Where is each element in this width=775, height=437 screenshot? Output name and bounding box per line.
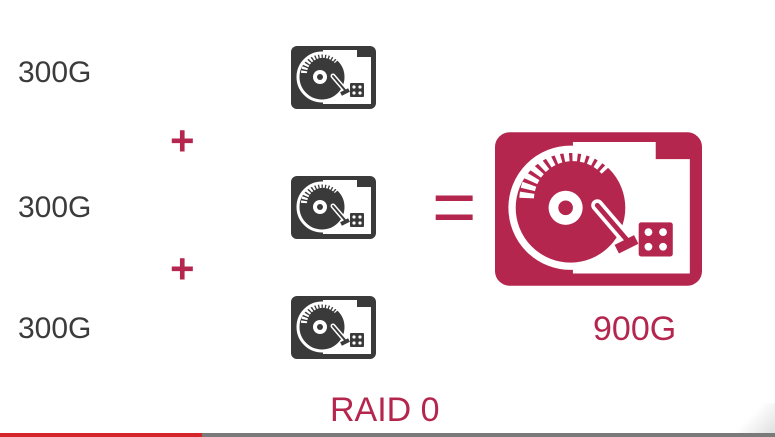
player-corner-overlay [735,403,775,433]
hard-disk-icon [291,176,376,239]
disk-2-size-label: 300G [18,191,92,224]
hard-disk-large-icon [495,132,702,286]
video-progress-bar[interactable] [0,433,775,437]
result-size-label: 900G [593,310,677,348]
equals-sign: = [432,165,477,250]
disk-1-size-label: 300G [18,56,92,89]
plus-sign-1: + [170,117,195,164]
diagram-title: RAID 0 [330,391,440,429]
disk-3-size-label: 300G [18,312,92,345]
video-progress-fill [0,433,202,437]
hard-disk-icon [291,296,376,359]
plus-sign-2: + [170,245,195,292]
hard-disk-icon [291,46,376,109]
